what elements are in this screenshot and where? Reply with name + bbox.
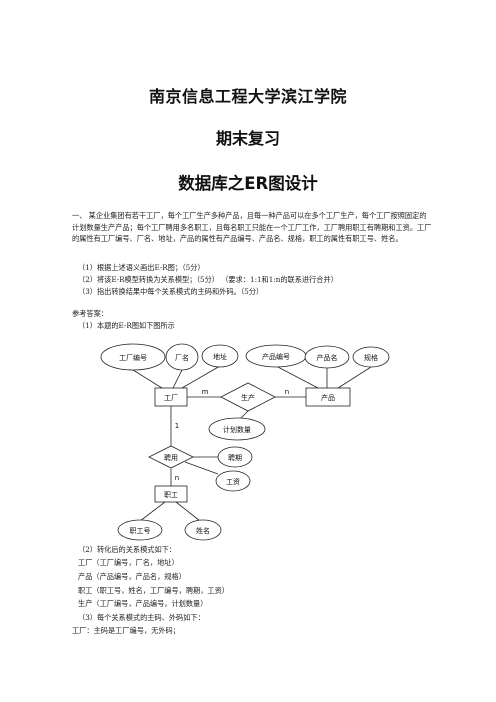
- answer-part-1: （1）本题的E-R图如下图所示: [78, 321, 175, 330]
- rel-produce: [220, 382, 276, 412]
- card-produce-factory: m: [202, 388, 209, 396]
- attr-employee-no: [117, 519, 163, 541]
- attr-employee-name: [184, 519, 222, 541]
- relation-factory: 工厂（工厂编号，厂名，地址）: [78, 558, 179, 567]
- subtitle: 期末复习: [215, 129, 280, 148]
- edge-product-no: [275, 365, 319, 389]
- answer-part-3: （3）每个关系模式的主码、外码如下：: [78, 613, 205, 622]
- key-factory: 工厂：主码是工厂编号，无外码；: [72, 626, 180, 635]
- answer-part-2: （2）转化后的关系模式如下：: [78, 545, 177, 554]
- rel-hire-label: 聘用: [164, 453, 178, 462]
- attr-product-name-label: 产品名: [317, 353, 338, 362]
- edge-employee-name: [175, 501, 201, 522]
- edge-factory-name: [172, 369, 183, 389]
- rel-produce-label: 生产: [241, 393, 255, 402]
- question-part-2: （2）将该E-R模型转换为关系模型；（5分） （要求：1:1和1:n的联系进行合…: [78, 275, 338, 284]
- entity-employee: [154, 485, 188, 503]
- edge-hire-salary: [184, 461, 219, 475]
- school-title: 南京信息工程大学滨江学院: [148, 87, 347, 106]
- attr-factory-name: [165, 343, 199, 371]
- attr-factory-name-label: 厂名: [175, 353, 189, 362]
- edge-produce-plan: [240, 410, 249, 419]
- rel-hire: [148, 445, 194, 469]
- attr-employee-no-label: 职工号: [130, 527, 151, 535]
- edge-factory-address: [181, 365, 221, 389]
- question-intro: 一、 某企业集团有若干工厂，每个工厂生产多种产品，且每一种产品可以在多个工厂生产…: [72, 211, 432, 243]
- entity-factory-label: 工厂: [164, 394, 178, 402]
- question-part-1: （1）根据上述语义画出E-R图；（5分）: [78, 263, 205, 272]
- attr-employee-name-label: 姓名: [196, 526, 210, 535]
- attr-plan-qty-label: 计划数量: [223, 425, 251, 434]
- attr-factory-no: [100, 343, 166, 371]
- question-part-3: （3）指出转换结果中每个关系模式的主码和外码。（5分）: [78, 287, 264, 296]
- edge-product-spec: [337, 366, 372, 389]
- relation-produce: 生产（工厂编号，产品编号，计划数量）: [78, 599, 208, 608]
- topic-title: 数据库之ER图设计: [178, 174, 318, 193]
- attr-hire-period-label: 聘期: [228, 453, 242, 462]
- edge-employee-no: [139, 501, 166, 522]
- attr-product-no-label: 产品编号: [262, 352, 290, 361]
- entity-factory: [154, 387, 188, 407]
- attr-factory-address-label: 地址: [213, 352, 227, 361]
- card-hire-employee: n: [175, 474, 179, 482]
- attr-hire-salary-label: 工资: [226, 477, 240, 486]
- entity-product-label: 产品: [321, 393, 335, 402]
- attr-plan-qty: [208, 417, 266, 441]
- attr-hire-salary: [215, 470, 251, 492]
- attr-product-spec: [352, 346, 390, 368]
- attr-factory-no-label: 工厂编号: [119, 353, 147, 362]
- answer-heading: 参考答案：: [72, 309, 108, 318]
- card-hire-factory: 1: [175, 422, 179, 430]
- attr-product-spec-label: 规格: [364, 353, 378, 362]
- attr-factory-address: [201, 344, 239, 368]
- relation-product: 产品（产品编号，产品名，规格）: [78, 572, 186, 581]
- attr-product-name: [304, 345, 350, 369]
- edge-factory-no: [132, 369, 163, 389]
- attr-hire-period: [217, 446, 253, 468]
- entity-product: [305, 387, 351, 407]
- entity-employee-label: 职工: [164, 491, 178, 499]
- relation-employee: 职工（职工号，姓名，工厂编号，聘期，工资）: [78, 586, 229, 595]
- card-produce-product: n: [285, 388, 289, 396]
